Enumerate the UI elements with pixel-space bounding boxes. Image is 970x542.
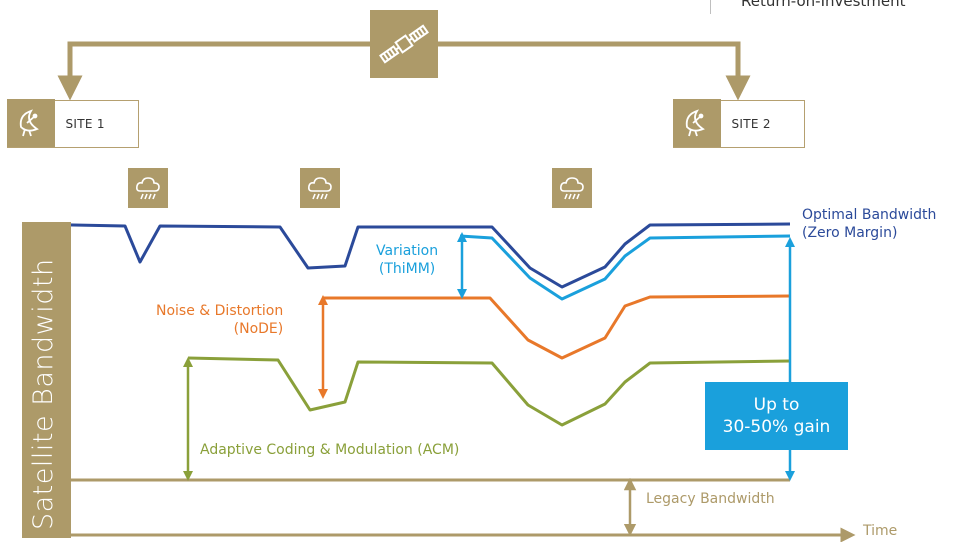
optimal-bandwidth-line (21, 222, 791, 289)
y-axis-bar (22, 222, 71, 538)
site-1-label: SITE 1 (65, 117, 105, 131)
satellite-link (57, 41, 751, 101)
satellite-dish-icon (672, 99, 721, 148)
legacy-label: Legacy Bandwidth (646, 491, 775, 507)
gain-line-2: 30-50% gain (722, 417, 831, 437)
time-label: Time (863, 523, 898, 539)
noise-label: Noise & Distortion (NoDE) (156, 303, 284, 337)
satellite-dish-icon (6, 99, 55, 148)
satellite-icon (370, 10, 438, 78)
variation-line (459, 234, 791, 301)
top-heading: Return-on-Investment (741, 0, 906, 10)
site-2-label: SITE 2 (731, 117, 771, 131)
y-axis-label: Satellite Bandwidth (28, 258, 59, 530)
acm-line (187, 356, 791, 427)
rain-cloud-icon (300, 168, 340, 208)
divider (710, 0, 711, 14)
variation-label: Variation (ThiMM) (376, 243, 439, 277)
rain-cloud-icon (128, 168, 168, 208)
site-1-box: SITE 1 (6, 99, 139, 148)
optimal-label: Optimal Bandwidth (Zero Margin) (802, 207, 937, 241)
rain-cloud-icon (552, 168, 592, 208)
gain-callout: Up to 30-50% gain (705, 382, 848, 450)
site-2-box: SITE 2 (672, 99, 805, 148)
noise-distortion-line (322, 294, 791, 360)
acm-label: Adaptive Coding & Modulation (ACM) (200, 442, 460, 458)
gain-line-1: Up to (753, 395, 800, 415)
